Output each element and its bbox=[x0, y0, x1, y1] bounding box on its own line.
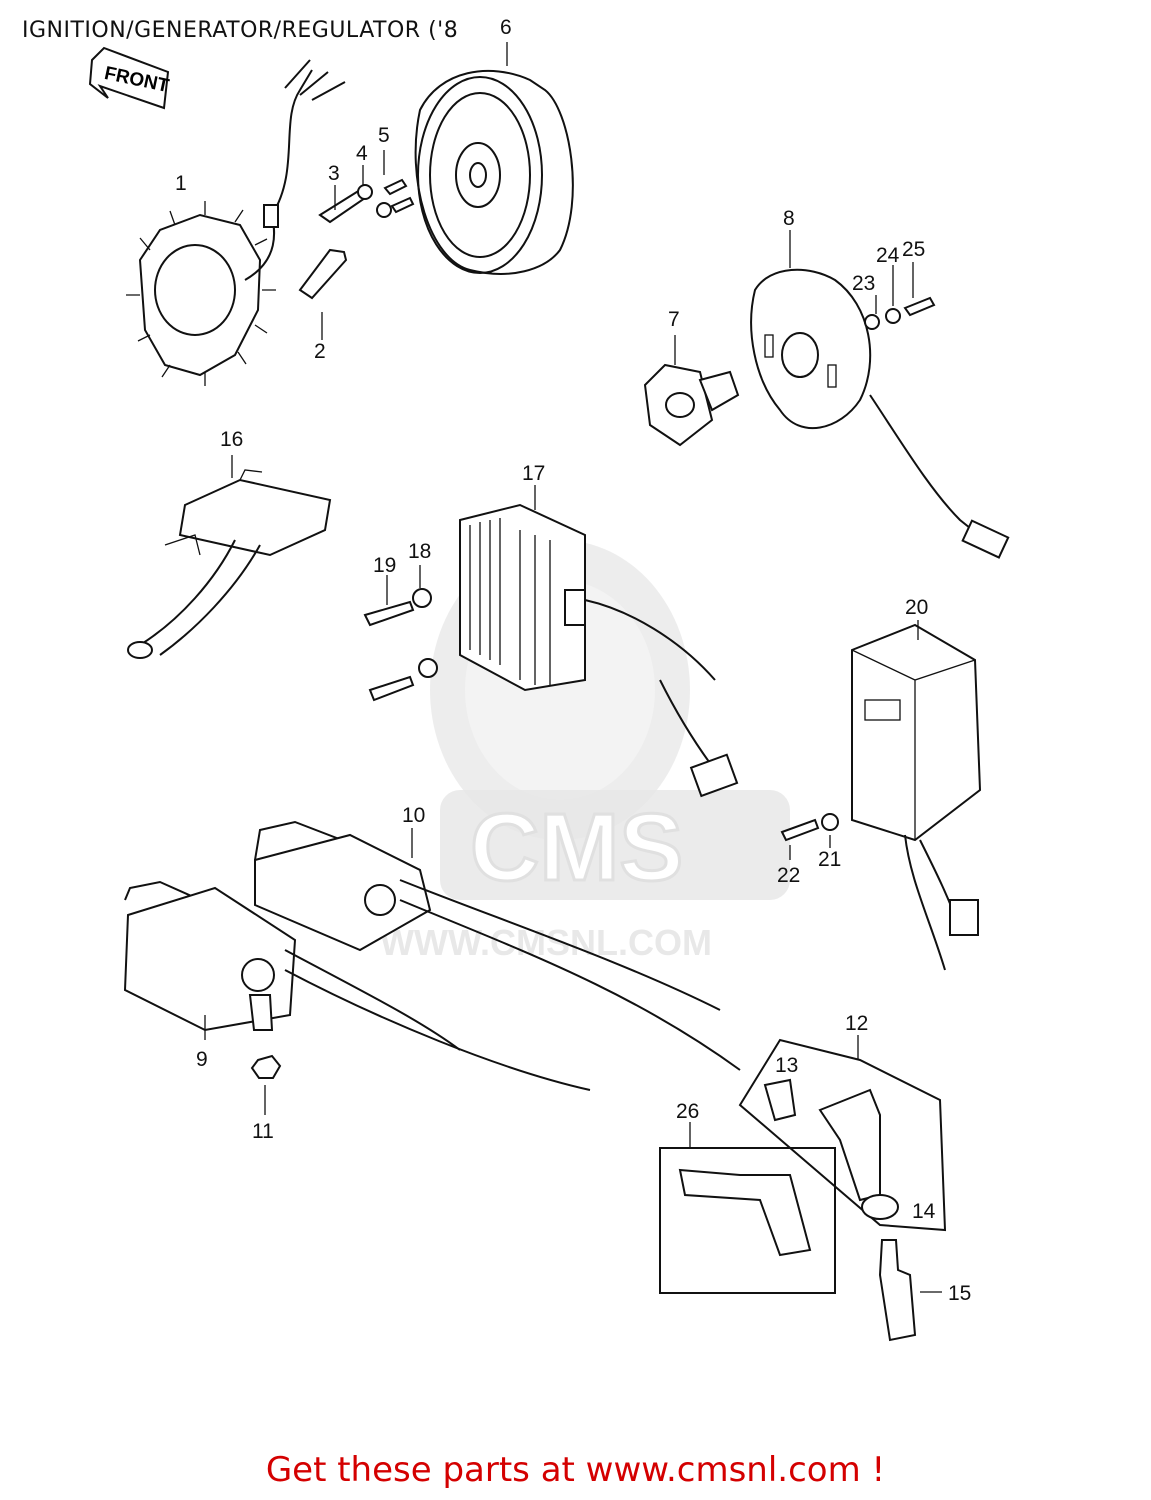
igniter-16-part bbox=[127, 455, 332, 659]
ignition-coil-10-part bbox=[254, 820, 741, 1071]
callout-3: 3 bbox=[328, 162, 340, 185]
nut-11-part bbox=[250, 1054, 282, 1115]
regulator-17-part bbox=[459, 485, 739, 798]
callout-11: 11 bbox=[252, 1120, 274, 1143]
callout-18: 18 bbox=[408, 540, 431, 563]
fasteners-21-22 bbox=[780, 813, 839, 860]
callout-10: 10 bbox=[402, 804, 425, 827]
watermark-url: WWW.CMSNL.COM bbox=[380, 922, 712, 963]
fasteners-18-19 bbox=[363, 565, 438, 702]
callout-6: 6 bbox=[500, 16, 512, 39]
pickup-plate-part bbox=[750, 230, 1010, 559]
callout-16: 16 bbox=[220, 428, 243, 451]
callout-7: 7 bbox=[668, 308, 680, 331]
watermark-brand: CMS bbox=[470, 794, 683, 901]
cdi-unit-20-part bbox=[851, 620, 982, 971]
callout-13: 13 bbox=[775, 1054, 798, 1077]
callout-24: 24 bbox=[876, 244, 900, 267]
spark-plug-15-part bbox=[878, 1239, 942, 1342]
footer-promo-link[interactable]: Get these parts at www.cmsnl.com ! bbox=[265, 1450, 886, 1490]
timing-advancer-part bbox=[643, 335, 740, 447]
fasteners-23-24-25 bbox=[864, 262, 936, 330]
stator-part bbox=[126, 59, 346, 386]
flywheel-rotor-part bbox=[414, 42, 574, 275]
callout-numbers: 1 2 3 4 5 6 7 8 9 10 11 12 13 14 15 16 1… bbox=[175, 16, 971, 1305]
callout-23: 23 bbox=[852, 272, 875, 295]
bolt-2-part bbox=[298, 248, 348, 340]
callout-1: 1 bbox=[175, 172, 187, 195]
callout-9: 9 bbox=[196, 1048, 208, 1071]
callout-19: 19 bbox=[373, 554, 396, 577]
plug-cap-set-12-part bbox=[738, 1035, 947, 1232]
fasteners-3-4-5 bbox=[318, 150, 415, 224]
callout-15: 15 bbox=[948, 1282, 971, 1305]
callout-2: 2 bbox=[314, 340, 326, 363]
ignition-coil-9-part bbox=[123, 880, 591, 1091]
plug-cap-26-part bbox=[659, 1122, 836, 1294]
callout-26: 26 bbox=[676, 1100, 699, 1123]
callout-14: 14 bbox=[912, 1200, 936, 1223]
callout-5: 5 bbox=[378, 124, 390, 147]
front-arrow-icon: FRONT bbox=[88, 46, 171, 110]
callout-22: 22 bbox=[777, 864, 800, 887]
callout-12: 12 bbox=[845, 1012, 868, 1035]
callout-20: 20 bbox=[905, 596, 928, 619]
callout-21: 21 bbox=[818, 848, 841, 871]
diagram-title: IGNITION/GENERATOR/REGULATOR ('8 bbox=[22, 18, 459, 43]
callout-8: 8 bbox=[783, 207, 795, 230]
callout-17: 17 bbox=[522, 462, 545, 485]
callout-4: 4 bbox=[356, 142, 368, 165]
callout-25: 25 bbox=[902, 238, 925, 261]
